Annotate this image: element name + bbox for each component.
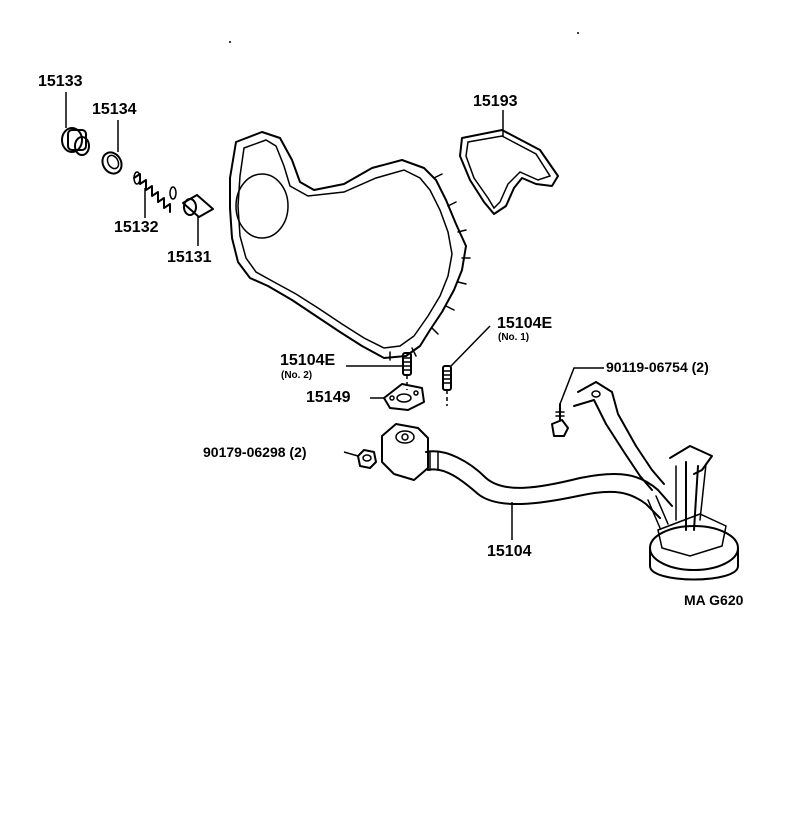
oil-strainer-15104	[381, 381, 739, 581]
ring-15134	[101, 120, 123, 175]
label-15132: 15132	[114, 219, 159, 236]
label-15104e-no2: 15104E	[280, 352, 336, 369]
stud-15104e-no1	[442, 325, 491, 406]
speck	[229, 41, 231, 43]
bolt-90119	[551, 367, 604, 437]
diagram-code: MA G620	[684, 592, 744, 608]
spring-15132	[133, 171, 177, 218]
label-15133: 15133	[38, 73, 83, 90]
label-90179-06298: 90179-06298 (2)	[203, 444, 307, 460]
gasket-15193	[459, 110, 559, 215]
gasket-15149	[370, 383, 425, 411]
label-15104e-no1-sub: (No. 1)	[498, 332, 530, 343]
stud-15104e-no2	[346, 352, 412, 390]
label-15104e-no1: 15104E	[497, 315, 553, 332]
nut-90179	[343, 449, 377, 469]
label-15104: 15104	[487, 543, 532, 560]
label-15104e-no2-sub: (No. 2)	[281, 370, 313, 381]
label-15149: 15149	[306, 389, 351, 406]
label-15131: 15131	[167, 249, 212, 266]
speck	[577, 32, 579, 34]
label-15193: 15193	[473, 93, 518, 110]
valve-15131	[182, 194, 214, 246]
plug-15133	[61, 92, 90, 156]
label-15134: 15134	[92, 101, 137, 118]
label-90119-06754: 90119-06754 (2)	[606, 359, 709, 375]
transmission-case	[229, 131, 471, 361]
